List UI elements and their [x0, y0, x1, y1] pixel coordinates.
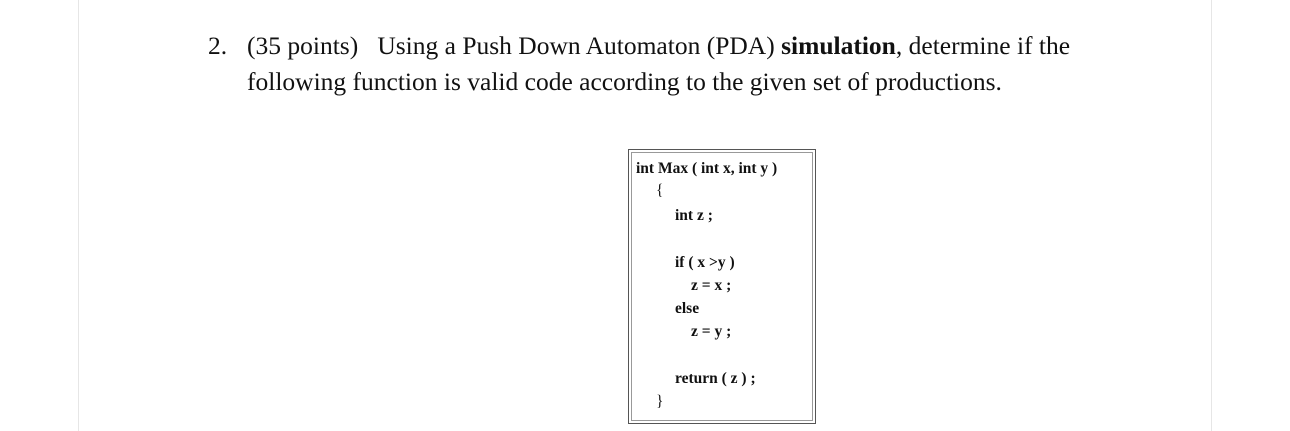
- code-else: else: [675, 300, 700, 317]
- question-line-1: 2. (35 points) Using a Push Down Automato…: [208, 28, 1208, 64]
- code-listing-inner: [631, 152, 813, 421]
- question-text-end: , determine if the: [895, 31, 1071, 60]
- code-assign-y: z = y ;: [691, 323, 732, 340]
- question-text-start: Using a Push Down Automaton (PDA): [377, 31, 782, 60]
- question-bold-word: simulation: [781, 31, 896, 60]
- question-number: 2.: [208, 31, 228, 60]
- code-if-statement: if ( x >y ): [675, 254, 735, 271]
- code-signature: int Max ( int x, int y ): [636, 160, 778, 177]
- code-return: return ( z ) ;: [675, 370, 756, 387]
- code-close-brace: }: [656, 393, 664, 410]
- question-text-line2: following function is valid code accordi…: [247, 67, 1002, 96]
- code-declaration: int z ;: [675, 207, 713, 224]
- question-points: (35 points): [247, 31, 359, 60]
- question-2: 2. (35 points) Using a Push Down Automato…: [208, 28, 1208, 100]
- code-assign-x: z = x ;: [691, 277, 732, 294]
- code-listing-box: int Max ( int x, int y ) { int z ; if ( …: [628, 149, 816, 424]
- question-line-2: following function is valid code accordi…: [208, 64, 1208, 100]
- code-open-brace: {: [656, 182, 664, 199]
